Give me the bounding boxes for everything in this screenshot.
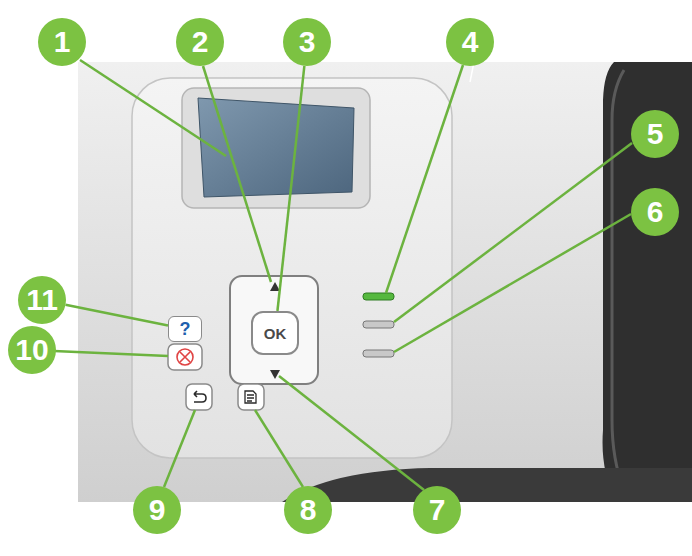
button-label: ? [180, 320, 191, 338]
leader-line [394, 214, 631, 352]
menu-symbol [245, 391, 256, 403]
callout-label: 1 [54, 27, 71, 57]
down-arrow [270, 370, 280, 379]
inner-panel [132, 78, 452, 458]
up-arrow [270, 282, 280, 291]
ok-button: OK [251, 311, 299, 355]
stop-symbol [177, 349, 193, 365]
leader-line [80, 60, 226, 156]
callout-number: 9 [133, 486, 181, 534]
callout-number: 4 [446, 18, 494, 66]
leader-line [386, 65, 463, 293]
printer-edge [612, 70, 624, 490]
callout-number: 3 [283, 18, 331, 66]
back-button [186, 384, 212, 410]
callout-number: 7 [413, 486, 461, 534]
callout-label: 4 [462, 27, 479, 57]
leader-line [54, 351, 168, 356]
ready-light [363, 293, 394, 300]
button-label: OK [264, 326, 287, 341]
display-frame [182, 88, 370, 208]
navigation-pad [230, 276, 318, 384]
back-symbol [194, 391, 206, 402]
callout-number: 2 [176, 18, 224, 66]
callout-number: 10 [8, 326, 56, 374]
callout-label: 11 [26, 285, 58, 315]
leader-line [255, 410, 303, 487]
callout-label: 7 [429, 495, 446, 525]
leader-line [203, 66, 271, 282]
leader-line [394, 143, 632, 322]
callout-label: 9 [149, 495, 166, 525]
leader-line [66, 305, 168, 326]
callout-label: 2 [192, 27, 209, 57]
stop-symbol [180, 352, 190, 362]
leader-line [279, 376, 424, 490]
callout-label: 5 [647, 119, 664, 149]
callout-number: 5 [631, 110, 679, 158]
callout-number: 1 [38, 18, 86, 66]
data-light [363, 321, 394, 328]
display-screen [198, 98, 354, 197]
leader-line [277, 66, 304, 311]
callout-number: 6 [631, 188, 679, 236]
attention-light [363, 350, 394, 357]
panel-ground [78, 62, 638, 502]
printer-base [282, 468, 692, 502]
menu-button [238, 384, 264, 410]
callout-label: 6 [647, 197, 664, 227]
stop-button [168, 344, 202, 370]
callout-label: 8 [300, 495, 317, 525]
callout-number: 8 [284, 486, 332, 534]
leader-line [164, 410, 195, 487]
printer-body [603, 62, 692, 502]
callout-label: 10 [15, 335, 48, 365]
help-button: ? [168, 316, 202, 342]
callout-label: 3 [299, 27, 316, 57]
leader-lines [54, 60, 632, 490]
callout-number: 11 [18, 276, 66, 324]
